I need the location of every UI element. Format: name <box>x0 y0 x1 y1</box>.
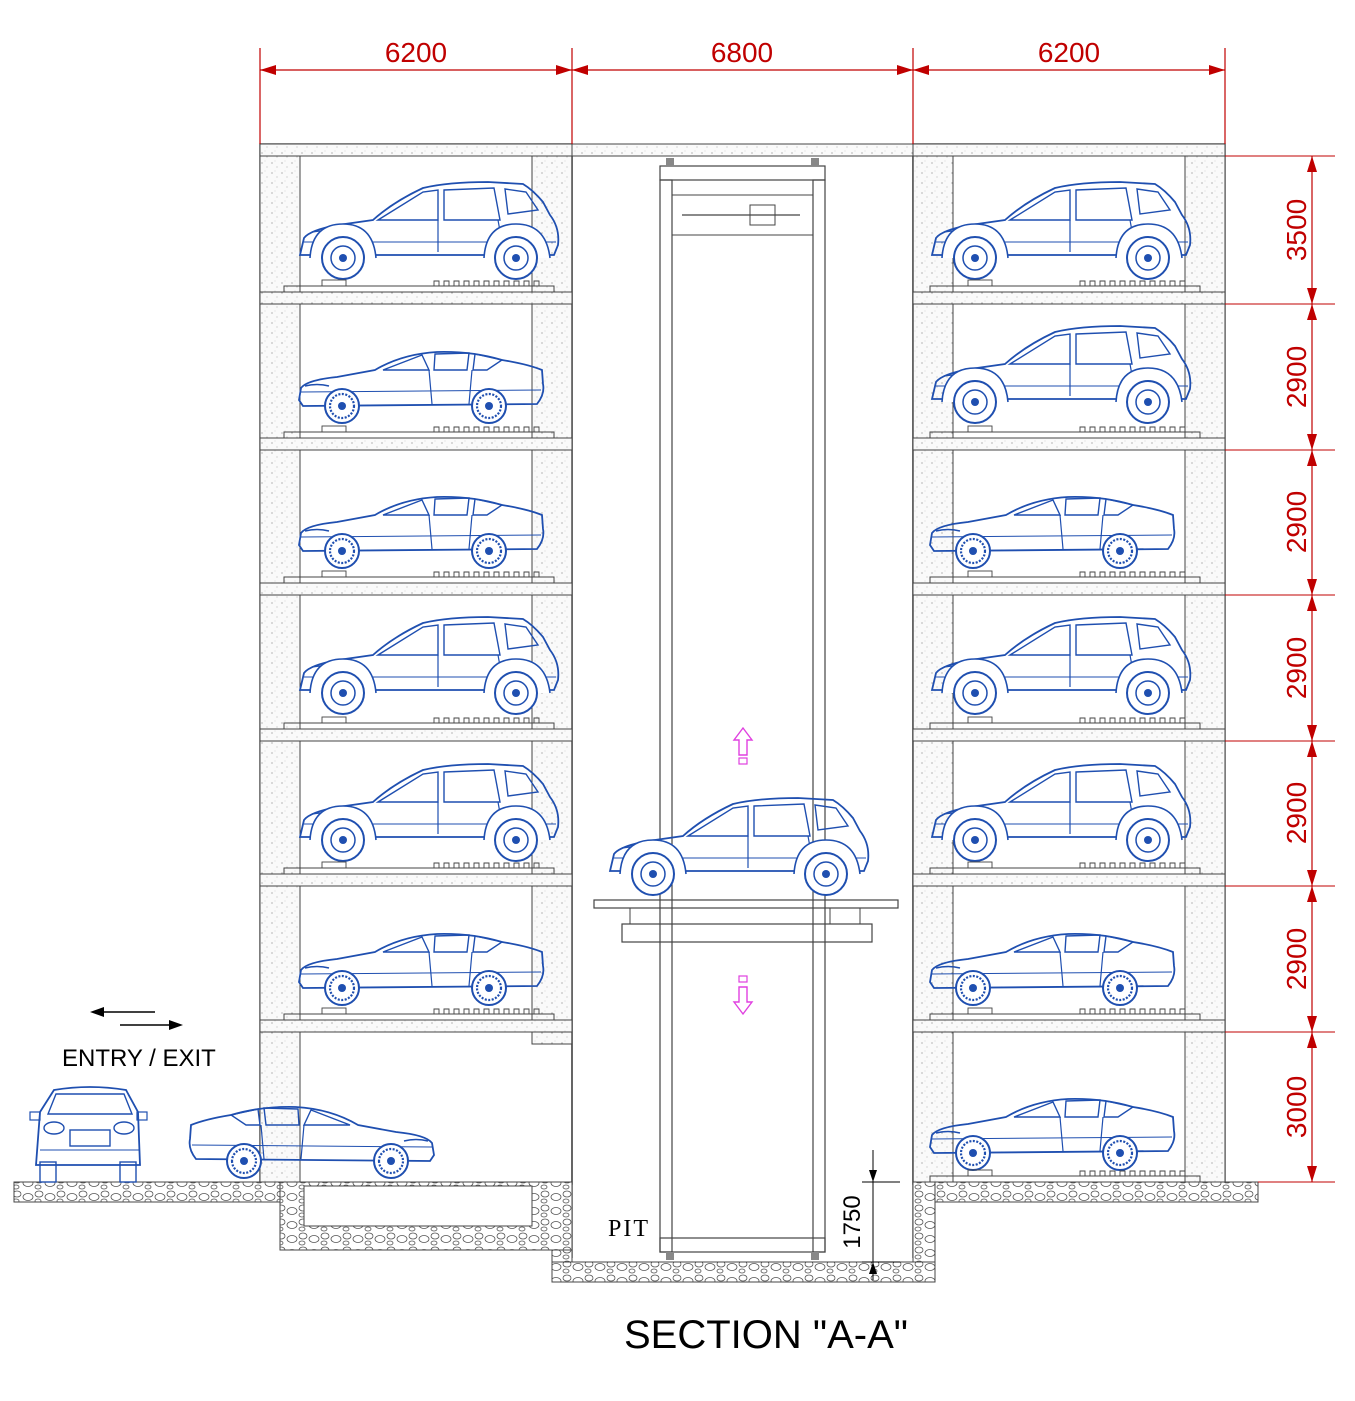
dim-height-5: 2900 <box>1281 782 1312 844</box>
lift-platform <box>593 899 899 943</box>
car-front-view <box>29 1086 148 1183</box>
horizontal-dimensions <box>259 48 1226 144</box>
dim-width-left: 6200 <box>385 37 447 68</box>
dim-height-4: 2900 <box>1281 637 1312 699</box>
dim-height-3: 2900 <box>1281 491 1312 553</box>
dim-width-center: 6800 <box>711 37 773 68</box>
pit-label: PIT <box>608 1216 650 1242</box>
car-on-lift <box>609 797 870 896</box>
car-entering <box>188 1105 436 1180</box>
section-title: SECTION "A-A" <box>624 1313 908 1357</box>
floor-slabs <box>259 291 1226 1033</box>
pit-depth-dimension <box>862 1150 900 1280</box>
lift-frame <box>659 158 826 1260</box>
down-arrow-icon <box>732 975 754 1016</box>
parked-cars-left <box>283 181 560 1021</box>
dim-height-1: 3500 <box>1281 199 1312 261</box>
dim-height-2: 2900 <box>1281 346 1312 408</box>
vertical-dimensions <box>1225 155 1335 1183</box>
ground <box>13 1181 1259 1283</box>
dim-height-6: 2900 <box>1281 928 1312 990</box>
entry-exit-label: ENTRY / EXIT <box>62 1045 216 1072</box>
pit-depth-label: 1750 <box>839 1195 866 1248</box>
entry-exit-arrows-icon <box>90 1007 183 1030</box>
dim-height-7: 3000 <box>1281 1076 1312 1138</box>
up-arrow-icon <box>732 726 754 765</box>
lift-shaft <box>571 143 914 1258</box>
dim-width-right: 6200 <box>1038 37 1100 68</box>
